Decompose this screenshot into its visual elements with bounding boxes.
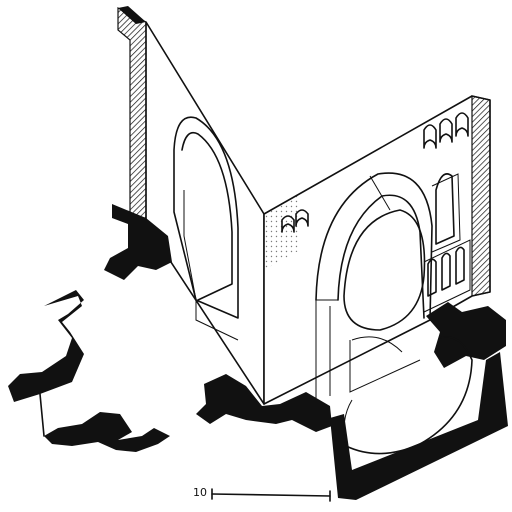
left-wall (117, 6, 265, 405)
right-wall-arch (315, 172, 433, 321)
left-wall-arch (173, 116, 239, 319)
lower-windows (423, 239, 471, 313)
plan-fragment-left (8, 290, 84, 402)
upper-windows (281, 112, 469, 233)
left-wall-end-hatching (117, 7, 147, 226)
right-wall-end-hatching (471, 95, 491, 297)
scale-bar-label: 10 (193, 486, 207, 499)
scale-bar (211, 488, 331, 502)
tall-niche (435, 173, 455, 245)
right-wall (263, 95, 491, 405)
plan-section (8, 204, 508, 500)
